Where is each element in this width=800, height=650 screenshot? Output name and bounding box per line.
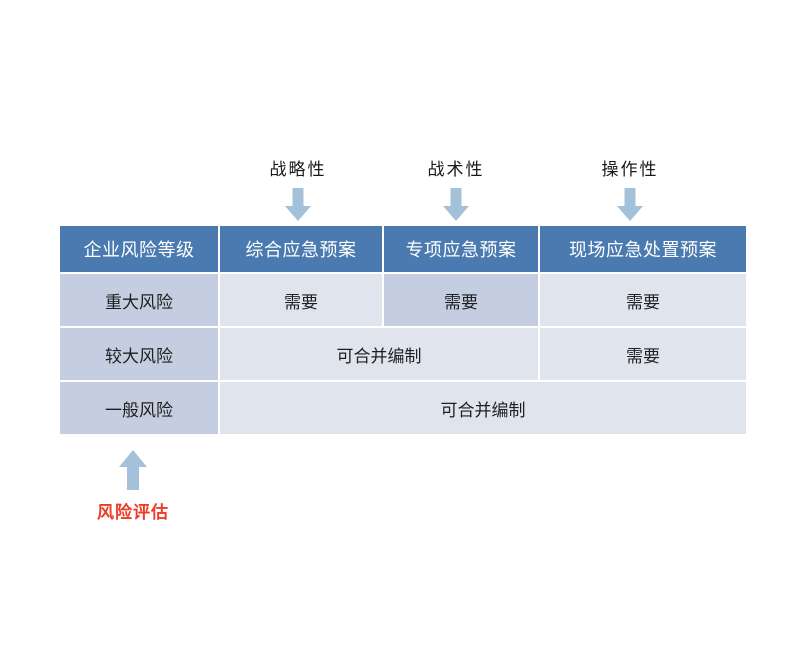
table-cell: 需要 [540,328,746,380]
risk-plan-matrix-table: 企业风险等级 综合应急预案 专项应急预案 现场应急处置预案 重大风险 需要 需要… [58,224,748,436]
bottom-annotation-label: 风险评估 [97,503,169,523]
table-row: 一般风险 可合并编制 [60,382,746,434]
table-row-header-moderate-risk: 较大风险 [60,328,218,380]
arrow-down-icon [443,188,469,221]
table-cell-merged: 可合并编制 [220,382,746,434]
top-annotation-label: 战略性 [269,160,327,180]
top-annotation-label: 操作性 [601,160,659,180]
arrow-down-icon [285,188,311,221]
table-cell: 需要 [220,274,382,326]
table-row: 较大风险 可合并编制 需要 [60,328,746,380]
table-header-cell-comprehensive-plan: 综合应急预案 [220,226,382,272]
table-row-header-major-risk: 重大风险 [60,274,218,326]
top-annotation-tactical: 战术性 [396,162,516,222]
table-row: 重大风险 需要 需要 需要 [60,274,746,326]
table-header-cell-special-plan: 专项应急预案 [384,226,538,272]
table-row-header-general-risk: 一般风险 [60,382,218,434]
top-annotation-label: 战术性 [427,160,485,180]
table-header-row: 企业风险等级 综合应急预案 专项应急预案 现场应急处置预案 [60,226,746,272]
table-cell: 需要 [540,274,746,326]
table-cell: 需要 [384,274,538,326]
bottom-annotation-risk-assessment: 风险评估 [78,450,188,523]
table-cell-merged: 可合并编制 [220,328,538,380]
arrow-up-icon [119,450,147,490]
top-annotation-strategic: 战略性 [238,162,358,222]
table-header-cell-onsite-plan: 现场应急处置预案 [540,226,746,272]
arrow-down-icon [617,188,643,221]
top-annotation-operational: 操作性 [570,162,690,222]
table-header-cell-risk-level: 企业风险等级 [60,226,218,272]
